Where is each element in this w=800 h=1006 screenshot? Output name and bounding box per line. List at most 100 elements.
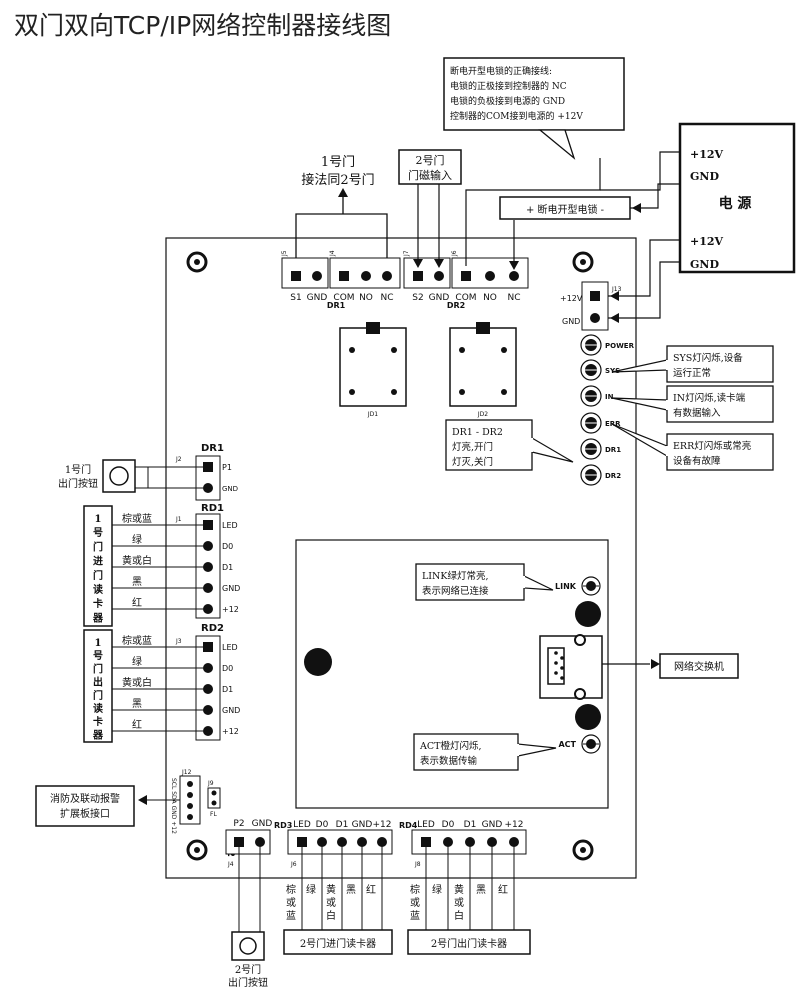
mount-hole-center bbox=[194, 847, 200, 853]
reader-2-out-label: 2号门出门读卡器 bbox=[431, 937, 507, 950]
relay-jd1-dot bbox=[391, 347, 397, 353]
module-hole bbox=[304, 648, 332, 676]
err-note-text: ERR灯闪烁或常亮 bbox=[673, 440, 751, 452]
rd3-pin-label: D1 bbox=[336, 820, 349, 830]
j3-label: J3 bbox=[175, 638, 182, 645]
reader-1-in-label: 进 bbox=[93, 555, 103, 568]
lock-note-text: 控制器的COM接到电源的 +12V bbox=[450, 110, 583, 122]
dr1-label: DR1 bbox=[327, 301, 346, 310]
rd3-wire-char: 黑 bbox=[346, 884, 356, 896]
rd4-pin-label: D0 bbox=[442, 820, 455, 830]
terminal-block-j9 bbox=[207, 787, 221, 809]
mount-hole-center bbox=[580, 259, 586, 265]
rd1-group-label: RD1 bbox=[201, 503, 224, 514]
act-note-text: ACT橙灯闪烁, bbox=[419, 740, 482, 752]
rd3-wire-char: 或 bbox=[286, 897, 296, 909]
relay-jd2-label: JD2 bbox=[477, 411, 488, 418]
rd3-wire-char: 棕 bbox=[286, 883, 296, 896]
reader-1-out-label: 号 bbox=[93, 650, 103, 662]
reader-1-out-box bbox=[83, 629, 113, 743]
rd4-wire-char: 红 bbox=[498, 883, 508, 896]
wire-psu-plus-board bbox=[608, 239, 680, 297]
module-hole bbox=[575, 704, 601, 730]
wire-com-plus bbox=[600, 151, 680, 191]
relay-jd1-dot bbox=[349, 389, 355, 395]
rd4-wire-char: 蓝 bbox=[410, 910, 420, 922]
rd3-wire-char: 红 bbox=[366, 883, 376, 896]
rd3-pin-label: LED bbox=[293, 820, 311, 830]
terminal-label-j4: J4 bbox=[329, 250, 336, 257]
rd3-wire-char: 蓝 bbox=[286, 910, 296, 922]
wire-psu-gnd-board bbox=[608, 261, 680, 319]
lock-note-pointer bbox=[538, 129, 576, 160]
door1-exit-label: 1号门 bbox=[65, 463, 91, 476]
led-label-4: DR1 bbox=[605, 446, 621, 454]
fire-alarm-label: 扩展板接口 bbox=[60, 807, 110, 820]
j12-label: J12 bbox=[181, 769, 192, 776]
j13-gnd-label: GND bbox=[562, 317, 580, 326]
relay-jd2-pin bbox=[476, 322, 490, 334]
rd4-wire-char: 黑 bbox=[476, 884, 486, 896]
mount-hole-center bbox=[194, 259, 200, 265]
door1-exit-label: 出门按钮 bbox=[58, 477, 98, 490]
terminal-label-j6: J6 bbox=[451, 250, 458, 257]
terminal-label-j5: J5 bbox=[281, 250, 288, 257]
reader-1-in-label: 门 bbox=[93, 569, 103, 582]
door1-arrow bbox=[338, 188, 348, 197]
rd4-wire-char: 棕 bbox=[410, 883, 420, 896]
network-arrow bbox=[651, 659, 660, 669]
door2-sensor-label: 门磁输入 bbox=[408, 168, 452, 182]
j1-pin-label: D0 bbox=[222, 542, 233, 551]
rj45-led bbox=[574, 688, 586, 700]
dr2-pin-label: GND bbox=[429, 293, 450, 303]
link-note-text: 表示网络已连接 bbox=[422, 585, 489, 597]
terminal-block-j7 bbox=[403, 257, 451, 289]
reader-1-out-label: 门 bbox=[93, 689, 103, 702]
sys-note-box bbox=[666, 345, 774, 383]
relay-jd2-dot bbox=[501, 347, 507, 353]
j3-pin-label: D1 bbox=[222, 685, 233, 694]
terminal-dot bbox=[211, 800, 217, 806]
terminal-nc bbox=[382, 271, 392, 281]
rd3-label: J6 bbox=[290, 861, 297, 868]
j2-pin-label: GND bbox=[222, 485, 238, 493]
terminal-block-j5 bbox=[281, 257, 329, 289]
act-led-label: ACT bbox=[558, 740, 576, 749]
rd4-pin-label: +12 bbox=[505, 820, 524, 830]
j3-pin-label: +12 bbox=[222, 727, 239, 736]
arrow-plus-board bbox=[610, 291, 619, 301]
rd3-pin-label: +12 bbox=[373, 820, 392, 830]
j4-pin-label: GND bbox=[252, 819, 273, 829]
terminal-gnd bbox=[312, 271, 322, 281]
j1-pin-label: GND bbox=[222, 584, 240, 593]
arrow-nc bbox=[509, 261, 519, 270]
door2-exit-label: 出门按钮 bbox=[228, 976, 268, 989]
rj45-pin bbox=[560, 676, 564, 680]
door2-sensor-label: 2号门 bbox=[416, 153, 445, 167]
j4-label: J4 bbox=[227, 861, 234, 868]
page-title: 双门双向TCP/IP网络控制器接线图 bbox=[14, 11, 392, 40]
wire-color-label: 绿 bbox=[132, 533, 142, 546]
j1-pin-label: +12 bbox=[222, 605, 239, 614]
lock-note-text: 电锁的负极接到电源的 GND bbox=[450, 95, 565, 107]
exit-button-knob bbox=[239, 937, 257, 955]
reader-2-in-box bbox=[283, 929, 393, 955]
j9-sub: FL bbox=[210, 811, 217, 818]
terminal-no2 bbox=[485, 271, 495, 281]
in-note-text: 有数据输入 bbox=[673, 407, 721, 419]
link-led-label: LINK bbox=[555, 582, 577, 591]
relay-jd2 bbox=[449, 327, 517, 407]
relay-jd2-dot bbox=[501, 389, 507, 395]
psu-plus-1: +12V bbox=[690, 148, 724, 161]
wire-color-label: 黑 bbox=[132, 698, 142, 710]
terminal-gnd bbox=[590, 313, 600, 323]
rj45-led bbox=[574, 634, 586, 646]
wire-color-label: 黄或白 bbox=[122, 554, 152, 567]
rj45-pin bbox=[560, 656, 564, 660]
rd4-pin-label: GND bbox=[482, 820, 503, 830]
wire-color-label: 棕或蓝 bbox=[122, 512, 152, 525]
reader-2-out-box bbox=[407, 929, 531, 955]
j3-pin-label: LED bbox=[222, 643, 238, 652]
fire-alarm-label: 消防及联动报警 bbox=[50, 792, 120, 805]
relay-jd1-pin bbox=[366, 322, 380, 334]
